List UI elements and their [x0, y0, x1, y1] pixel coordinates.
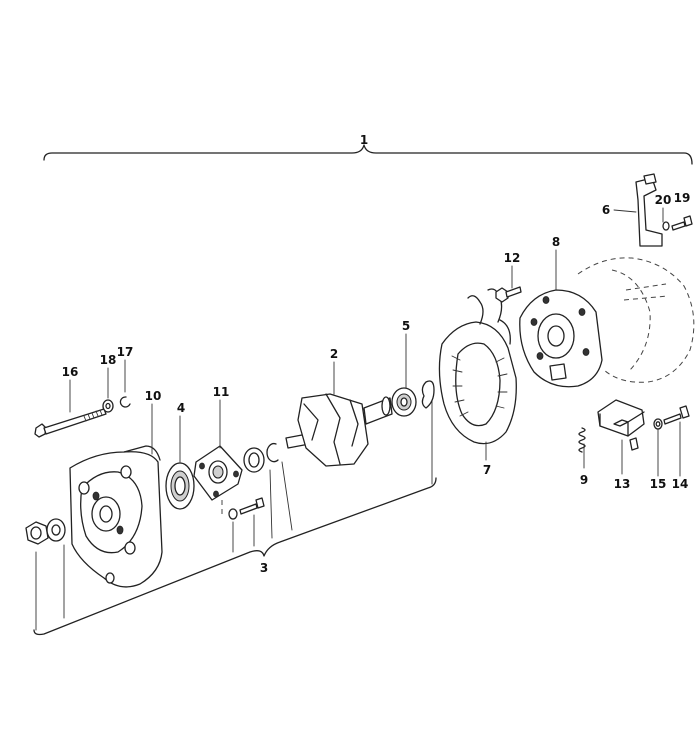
- part-nut-bottom: [25, 521, 49, 545]
- part-7-stator: [438, 288, 517, 445]
- callout-4: 4: [177, 401, 185, 415]
- callout-20: 20: [655, 193, 672, 207]
- part-small-washer: [228, 508, 238, 520]
- part-13-regulator: [597, 399, 645, 451]
- part-12-screw: [495, 286, 522, 303]
- callout-18: 18: [100, 353, 117, 367]
- callout-1: 1: [360, 133, 368, 147]
- assembly-bracket-bottom: [33, 477, 437, 636]
- part-5-bearing: [391, 387, 417, 417]
- part-lock-washer-bottom: [46, 518, 66, 542]
- callout-15: 15: [650, 477, 667, 491]
- callout-3: 3: [260, 561, 268, 575]
- part-18-washer: [102, 399, 114, 413]
- part-small-screw: [239, 497, 265, 515]
- part-11-retainer-plate: [193, 445, 243, 501]
- callout-5: 5: [402, 319, 410, 333]
- callout-9: 9: [580, 473, 588, 487]
- callout-7: 7: [483, 463, 491, 477]
- callout-16: 16: [62, 365, 79, 379]
- callout-13: 13: [614, 477, 631, 491]
- callout-19: 19: [674, 191, 691, 205]
- part-14-screw: [663, 405, 690, 425]
- callout-14: 14: [672, 477, 689, 491]
- callout-10: 10: [145, 389, 162, 403]
- part-10-end-housing: [69, 445, 163, 588]
- part-19-screw: [671, 215, 693, 231]
- part-8-rectifier: [519, 289, 603, 388]
- callout-2: 2: [330, 347, 338, 361]
- callout-6: 6: [602, 203, 610, 217]
- part-6-bracket: [635, 173, 663, 247]
- callout-12: 12: [504, 251, 521, 265]
- bracket-leaders: [35, 399, 433, 631]
- part-snap-ring: [266, 442, 279, 463]
- callout-leaders: [69, 207, 681, 477]
- part-20-washer: [662, 221, 670, 231]
- part-wave-washer: [421, 380, 435, 409]
- part-9-spring: [578, 427, 586, 453]
- callout-11: 11: [213, 385, 230, 399]
- part-16-long-bolt: [34, 408, 107, 438]
- part-2-rotor: [285, 393, 393, 467]
- callout-17: 17: [117, 345, 134, 359]
- assembly-bracket-top: [43, 144, 693, 165]
- part-17-clip: [119, 396, 131, 408]
- part-15-washer: [653, 418, 663, 430]
- part-spacer-ring: [243, 447, 265, 473]
- callout-8: 8: [552, 235, 560, 249]
- callout-labels: 1 2 3 4 5 6 7 8 9 10 11 12 13 14 15 16 1…: [62, 133, 691, 575]
- part-rear-housing-ghost: [577, 257, 695, 383]
- part-4-bearing: [165, 462, 195, 510]
